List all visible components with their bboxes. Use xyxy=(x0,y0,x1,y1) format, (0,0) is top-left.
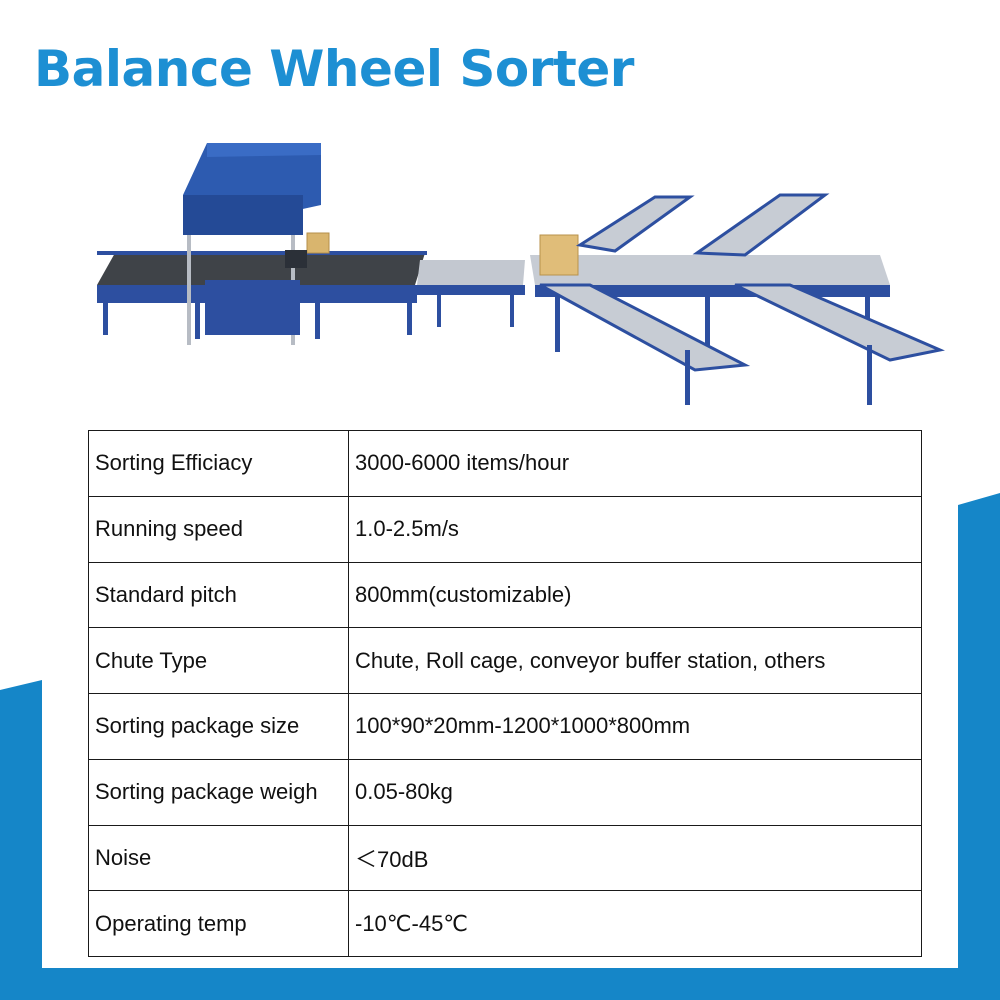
spec-value: 800mm(customizable) xyxy=(348,561,922,629)
spec-label: Sorting package weigh xyxy=(88,758,349,826)
table-row: Chute Type Chute, Roll cage, conveyor bu… xyxy=(88,627,922,694)
scanner-tunnel xyxy=(183,143,330,345)
spec-label: Noise xyxy=(88,824,349,892)
spec-value: 3000-6000 items/hour xyxy=(348,430,922,497)
upper-chutes xyxy=(575,193,830,257)
spec-value: Chute, Roll cage, conveyor buffer statio… xyxy=(348,627,922,694)
table-row: Standard pitch 800mm(customizable) xyxy=(88,561,922,629)
spec-value: 1.0-2.5m/s xyxy=(348,495,922,563)
page-title: Balance Wheel Sorter xyxy=(34,40,634,98)
table-row: Operating temp -10℃-45℃ xyxy=(88,890,922,957)
roller-conveyor xyxy=(417,260,525,327)
table-row: Noise ＜70dB xyxy=(88,824,922,892)
spec-label: Running speed xyxy=(88,495,349,563)
spec-label: Sorting package size xyxy=(88,693,349,760)
spec-label: Chute Type xyxy=(88,627,349,694)
table-row: Running speed 1.0-2.5m/s xyxy=(88,495,922,563)
spec-label: Standard pitch xyxy=(88,561,349,629)
spec-value: 100*90*20mm-1200*1000*800mm xyxy=(348,693,922,760)
spec-label: Sorting Efficiacy xyxy=(88,430,349,497)
table-row: Sorting Efficiacy 3000-6000 items/hour xyxy=(88,430,922,497)
table-row: Sorting package weigh 0.05-80kg xyxy=(88,758,922,826)
spec-table: Sorting Efficiacy 3000-6000 items/hour R… xyxy=(88,430,922,957)
table-row: Sorting package size 100*90*20mm-1200*10… xyxy=(88,693,922,760)
lower-chutes xyxy=(539,283,945,405)
spec-value: -10℃-45℃ xyxy=(348,890,922,957)
spec-value: ＜70dB xyxy=(348,824,922,892)
sorter-machine-image xyxy=(97,143,945,405)
spec-value: 0.05-80kg xyxy=(348,758,922,826)
spec-label: Operating temp xyxy=(88,890,349,957)
